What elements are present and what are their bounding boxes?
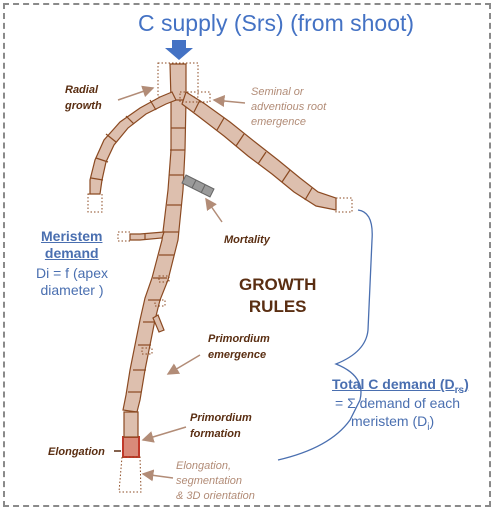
supply-arrow bbox=[165, 40, 193, 60]
arrow-elongation-tip bbox=[141, 469, 174, 482]
main-root-tip-outline bbox=[118, 456, 142, 493]
label-growth-rules: GROWTH RULES bbox=[239, 275, 317, 316]
label-meristem-demand: Meristem demand bbox=[41, 228, 103, 261]
lateral-root-right bbox=[152, 314, 165, 333]
arrow-primordium-formation bbox=[141, 426, 187, 443]
right-seminal-root bbox=[181, 91, 337, 211]
label-sum-demand: = Σ demand of each bbox=[335, 395, 461, 411]
right-emergence-outline bbox=[179, 91, 211, 103]
left-seminal-root bbox=[89, 91, 177, 195]
label-meristem-formula: Di = f (apex diameter ) bbox=[36, 265, 108, 298]
arrow-seminal bbox=[212, 95, 246, 107]
label-total-c-demand: Total C demand (Drs) bbox=[332, 376, 469, 396]
lateral-left-tip-outline bbox=[117, 231, 131, 242]
lateral-root-left bbox=[129, 231, 165, 241]
main-root-top-outline bbox=[157, 62, 199, 98]
main-root-tip bbox=[123, 411, 139, 438]
right-seminal-tip-outline bbox=[335, 197, 353, 213]
label-elongation: Elongation bbox=[48, 446, 105, 458]
left-seminal-tip-outline bbox=[87, 193, 103, 213]
label-radial-growth: Radial growth bbox=[65, 84, 102, 112]
dead-root-segment bbox=[181, 174, 215, 198]
diagram-frame bbox=[3, 3, 491, 507]
arrow-radial bbox=[117, 85, 155, 101]
label-primordium-emergence: Primordium emergence bbox=[208, 333, 270, 361]
label-primordium-formation: Primordium formation bbox=[190, 412, 252, 440]
arrow-primordium-emergence bbox=[166, 354, 201, 375]
total-demand-brace bbox=[277, 209, 373, 461]
label-seminal-emergence: Seminal or adventious root emergence bbox=[251, 86, 327, 128]
primordium-formation-mark bbox=[122, 436, 140, 458]
arrow-mortality bbox=[205, 197, 223, 223]
label-mortality: Mortality bbox=[224, 234, 270, 246]
label-meristem-di: meristem (Di) bbox=[351, 413, 435, 433]
label-elongation-segmentation: Elongation, segmentation & 3D orientatio… bbox=[176, 460, 255, 502]
bud-markers bbox=[141, 275, 170, 355]
diagram-title: C supply (Srs) (from shoot) bbox=[138, 10, 415, 36]
